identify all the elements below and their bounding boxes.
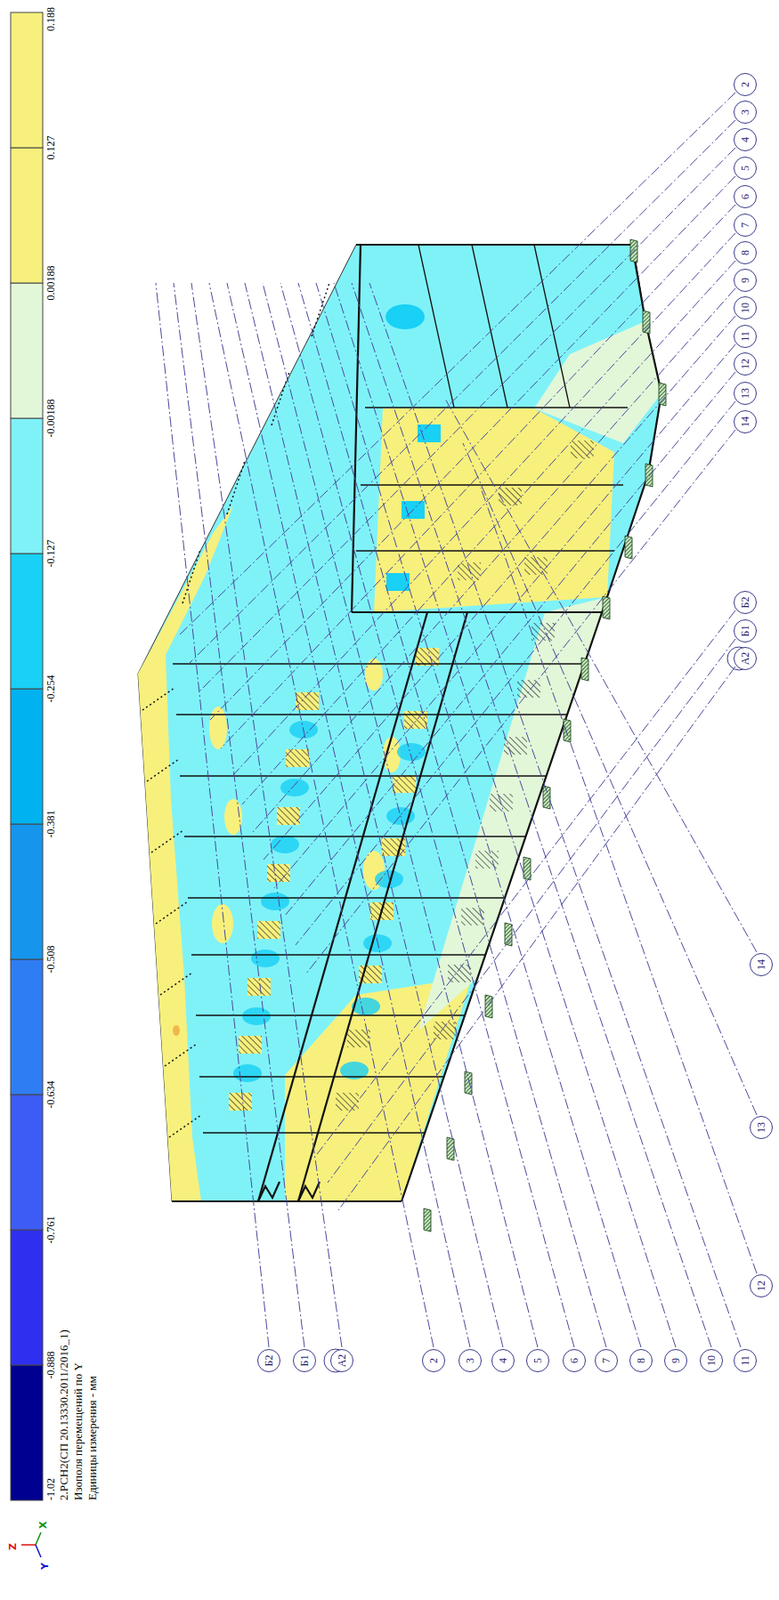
axis-name: 6 [734, 194, 756, 200]
axis-bubble: 4 [733, 128, 757, 152]
axis-name: 5 [527, 1358, 549, 1364]
axis-name: Б2 [258, 1355, 280, 1368]
axis-name: 3 [459, 1358, 481, 1364]
axis-name: 13 [734, 388, 756, 399]
axis-name: 7 [734, 222, 756, 228]
scale-value: 0.188 [44, 7, 57, 32]
axis-letter: Z [7, 1543, 20, 1551]
axis-bubble: 11 [733, 1349, 757, 1373]
axis-name: 5 [734, 165, 756, 171]
axis-name: 12 [734, 358, 756, 370]
axis-name: 10 [734, 302, 756, 314]
axis-name: 14 [750, 959, 772, 971]
axis-bubble: 5 [526, 1349, 550, 1373]
axis-name: 7 [595, 1358, 617, 1364]
scale-value: 0.127 [44, 136, 57, 161]
axis-bubble: 4 [491, 1349, 515, 1373]
axis-bubble: А2 [330, 1349, 354, 1373]
axis-bubble: Б1 [292, 1349, 317, 1373]
axis-bubble: 11 [733, 324, 757, 349]
axis-bubble: 14 [749, 953, 773, 977]
axis-name: 8 [734, 250, 756, 256]
scale-value: -0.508 [44, 946, 57, 974]
axis-bubble: 13 [749, 1116, 773, 1140]
scale-value: -0.888 [44, 1352, 57, 1380]
axis-bubble: 12 [749, 1274, 773, 1299]
axis-name: 3 [734, 109, 756, 115]
axis-name: 9 [734, 277, 756, 284]
axis-bubble: 7 [733, 213, 757, 237]
axis-bubble: 2 [733, 73, 757, 97]
axis-name: 6 [563, 1358, 585, 1364]
axis-name: 11 [734, 1355, 756, 1367]
axis-bubble: 14 [733, 410, 757, 434]
scale-value: 0.00188 [44, 266, 57, 301]
scale-value: -0.634 [44, 1081, 57, 1110]
axis-bubble: 10 [699, 1349, 723, 1373]
axis-name: 2 [734, 81, 756, 88]
axis-name: 2 [422, 1358, 445, 1364]
axis-name: 11 [734, 331, 756, 342]
axis-name: 4 [734, 137, 756, 143]
axis-bubble: А2 [733, 647, 757, 671]
units-note: Единицы измерения - мм [85, 1376, 99, 1502]
axis-name: 4 [492, 1358, 514, 1364]
axis-bubble: 3 [733, 100, 757, 124]
axis-bubble: 12 [733, 352, 757, 376]
axis-name: А2 [734, 652, 756, 666]
scale-value: -0.761 [44, 1217, 57, 1245]
axis-name: 10 [700, 1355, 723, 1367]
axis-name: 8 [630, 1358, 652, 1364]
axis-name: 12 [750, 1281, 772, 1292]
scale-value: -0.127 [44, 540, 57, 569]
scale-value: -1.02 [44, 1478, 57, 1502]
axis-name: 9 [665, 1358, 687, 1364]
load-case-title: 2.РСН2(СП 20.13330.2011/2016_1) [56, 1330, 71, 1502]
axis-bubble: 5 [733, 156, 757, 180]
axis-name: Б1 [734, 625, 756, 638]
axis-bubble: 6 [733, 185, 757, 209]
axis-bubble: 7 [594, 1349, 618, 1373]
axis-name: Б2 [734, 597, 756, 609]
axis-bubble: 8 [629, 1349, 653, 1373]
axis-letter: Y [39, 1563, 52, 1571]
axis-name: А2 [331, 1355, 353, 1369]
scale-value: -0.381 [44, 811, 57, 839]
axis-bubble: 10 [733, 296, 757, 320]
axis-letter: X [37, 1522, 50, 1530]
axis-name: 14 [734, 416, 756, 428]
axis-bubble: 8 [733, 241, 757, 265]
scale-value: -0.00188 [44, 399, 57, 439]
axis-name: Б1 [293, 1355, 316, 1368]
axis-bubble: 9 [664, 1349, 688, 1373]
axis-bubble: Б2 [257, 1349, 281, 1373]
axis-bubble: 3 [458, 1349, 482, 1373]
axis-bubble: 6 [562, 1349, 586, 1373]
axis-bubble: 9 [733, 268, 757, 293]
axis-bubble: Б2 [733, 591, 757, 615]
result-title: Изополя перемещений по Y [71, 1363, 85, 1502]
axis-bubble: 13 [733, 381, 757, 406]
axis-name: 13 [750, 1122, 772, 1134]
axis-bubble: 2 [421, 1349, 446, 1373]
scale-value: -0.254 [44, 675, 57, 704]
axis-bubble: Б1 [733, 619, 757, 643]
